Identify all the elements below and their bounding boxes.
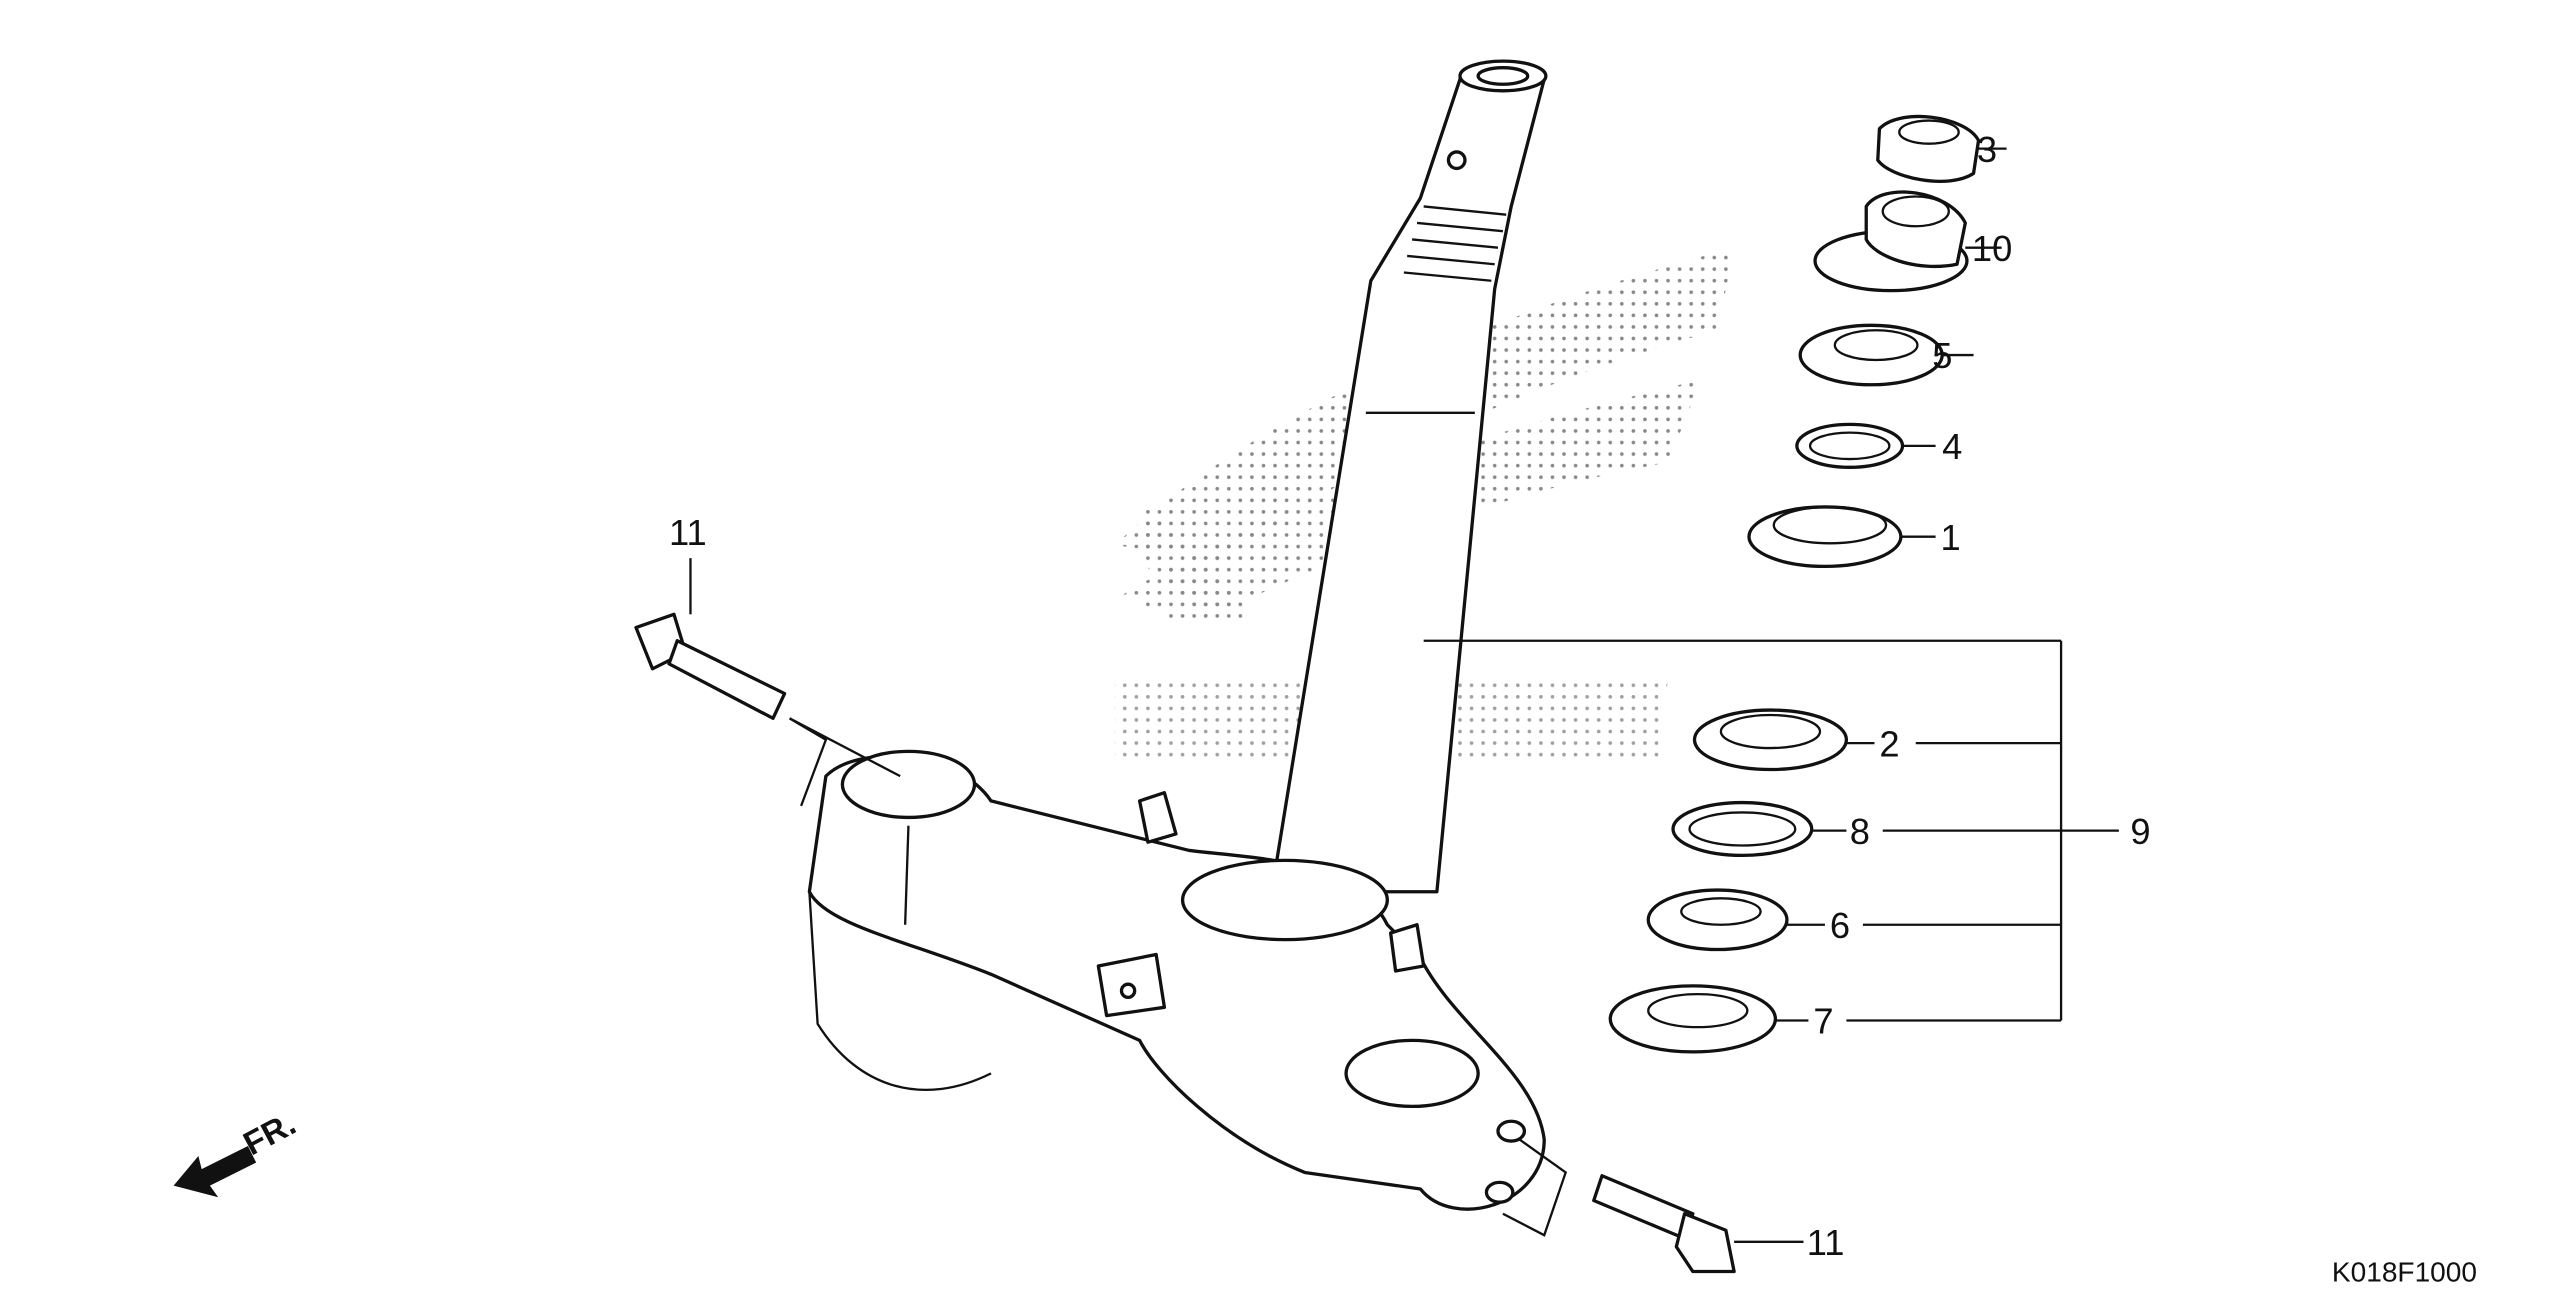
callout-5[interactable]: 5: [1932, 335, 1952, 376]
callout-8[interactable]: 8: [1850, 811, 1870, 852]
upper-bearing: [1795, 422, 1905, 469]
callout-11-top[interactable]: 11: [669, 512, 707, 553]
lower-outer-race: [1692, 708, 1849, 772]
bottom-bridge: [807, 749, 1546, 1211]
steering-stem: [1270, 59, 1548, 894]
callout-11-bottom[interactable]: 11: [1807, 1222, 1845, 1263]
leader-lines: [689, 147, 2119, 1243]
callout-6[interactable]: 6: [1830, 905, 1850, 946]
bolt-bottom: [1502, 1138, 1736, 1274]
dust-seal: [1608, 984, 1778, 1054]
front-direction-arrow: FR.: [173, 1104, 301, 1198]
adjusting-nut: [1813, 190, 1969, 293]
callout-1[interactable]: 1: [1941, 517, 1961, 558]
callout-9[interactable]: 9: [2130, 811, 2150, 852]
upper-outer-race: [1747, 505, 1903, 569]
callout-3[interactable]: 3: [1977, 129, 1997, 170]
figure-code: K018F1000: [2332, 1256, 2477, 1287]
upper-inner-race: [1798, 323, 1944, 387]
callout-7[interactable]: 7: [1813, 1001, 1833, 1042]
callout-4[interactable]: 4: [1942, 426, 1962, 467]
callout-10[interactable]: 10: [1972, 228, 2012, 269]
bolt-top: [634, 612, 901, 807]
lower-bearing: [1671, 800, 1814, 858]
callout-2[interactable]: 2: [1879, 723, 1899, 764]
lower-inner-race: [1646, 888, 1789, 952]
lock-nut: [1876, 114, 1981, 183]
